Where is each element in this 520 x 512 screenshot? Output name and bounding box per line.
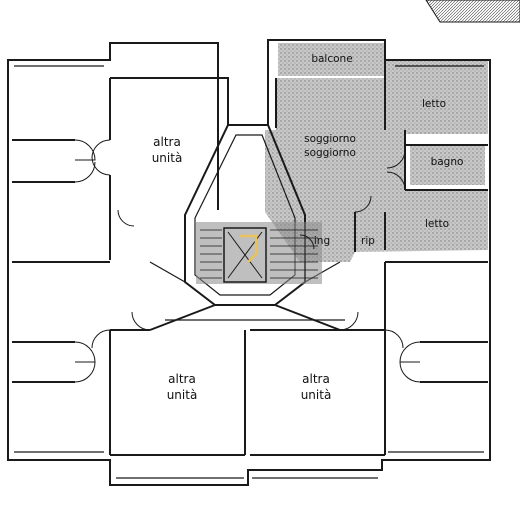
living-room-label-line1: soggiorno — [304, 133, 356, 145]
doors — [74, 139, 421, 383]
room-labels: altra unità altra unità altra unità balc… — [152, 53, 464, 402]
entrance-label: ing — [314, 235, 330, 247]
bathroom-label: bagno — [431, 156, 464, 168]
lower-left-unit-label-line2: unità — [167, 388, 198, 402]
stair-core — [149, 124, 345, 331]
lower-right-unit-label-line1: altra — [302, 372, 330, 386]
interior-walls — [12, 60, 488, 456]
bedroom-upper-label: letto — [422, 98, 446, 110]
lower-right-unit-label-line2: unità — [301, 388, 332, 402]
corner-hatch — [425, 0, 520, 23]
balcony-label: balcone — [311, 53, 352, 65]
lower-left-unit-label-line1: altra — [168, 372, 196, 386]
stairwell-logo — [196, 222, 322, 284]
upper-left-unit-label-line2: unità — [152, 151, 183, 165]
living-room-label-line2: soggiorno — [304, 147, 356, 159]
bedroom-lower-label: letto — [425, 218, 449, 230]
upper-left-unit-label-line1: altra — [153, 135, 181, 149]
highlighted-unit — [265, 43, 488, 262]
closet-label: rip — [361, 235, 375, 247]
